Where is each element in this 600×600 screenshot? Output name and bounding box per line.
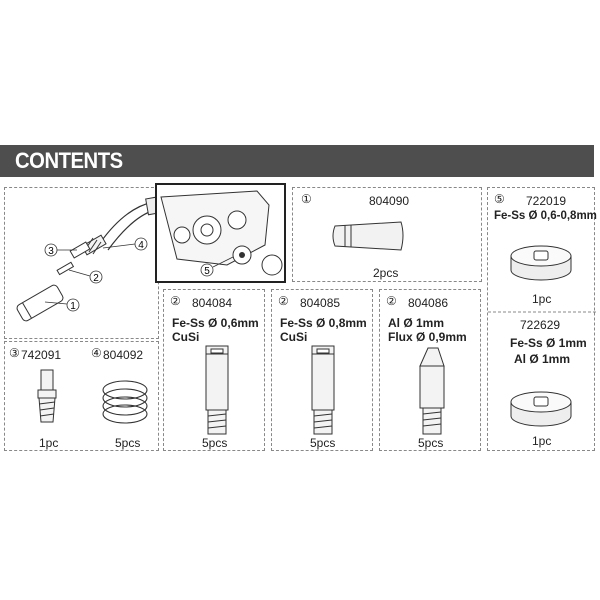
item-holder-spring: ③ 742091 ④ 804092 1pc 5pcs [4, 341, 159, 451]
item-tip-804086: ② 804086 Al Ø 1mm Flux Ø 0,9mm 5pcs [379, 289, 481, 451]
item-code: 804092 [103, 348, 144, 362]
callout-5: 5 [200, 263, 214, 277]
spring-icon [102, 380, 148, 424]
item-code: 722019 [526, 194, 567, 208]
item-qty: 5pcs [310, 436, 336, 450]
svg-text:2: 2 [93, 273, 99, 284]
contact-tip-icon [205, 345, 229, 435]
item-code: 742091 [21, 348, 62, 362]
torch-assembly-illustration: 3 4 2 1 [16, 196, 159, 322]
callout-4: 4 [134, 237, 148, 251]
item-desc: Fe-Ss Ø 0,6mm [172, 316, 259, 330]
item-qty: 2pcs [373, 266, 399, 280]
callout-2: 2 [89, 270, 103, 284]
item-rollers: ⑤ 722019 Fe-Ss Ø 0,6-0,8mm 1pc 722629 Fe… [487, 187, 597, 451]
item-desc: Fe-Ss Ø 0,8mm [280, 316, 367, 330]
torch-diagram-panel: 3 4 2 1 [4, 187, 159, 339]
item-number: ② [278, 294, 289, 308]
item-code: 804086 [408, 296, 449, 310]
item-desc: Fe-Ss Ø 0,6-0,8mm [494, 210, 597, 222]
svg-text:3: 3 [48, 246, 54, 257]
item-qty: 5pcs [202, 436, 228, 450]
contact-tip-icon [419, 347, 445, 435]
wire-feeder-illustration: 5 [160, 190, 283, 277]
item-qty: 5pcs [115, 436, 141, 450]
item-desc: Al Ø 1mm [514, 352, 571, 366]
roller-icons [488, 245, 596, 427]
item-desc: Flux Ø 0,9mm [388, 330, 467, 344]
svg-text:4: 4 [138, 240, 144, 251]
nozzle-icon [332, 221, 404, 251]
contents-header: CONTENTS [0, 145, 594, 177]
item-code: 804085 [300, 296, 341, 310]
item-code: 804090 [369, 194, 410, 208]
item-code: 804084 [192, 296, 233, 310]
item-desc: CuSi [280, 330, 308, 344]
item-tip-804085: ② 804085 Fe-Ss Ø 0,8mm CuSi 5pcs [271, 289, 373, 451]
item-qty: 1pc [39, 436, 59, 450]
item-number: ② [386, 294, 397, 308]
roller-icon-722629 [510, 391, 572, 427]
callout-1: 1 [66, 298, 80, 312]
item-code: 722629 [520, 318, 561, 332]
item-number: ③ [9, 346, 20, 360]
roller-icon-722019 [510, 245, 572, 281]
item-number: ① [301, 192, 312, 206]
item-desc: Al Ø 1mm [388, 316, 445, 330]
item-qty: 1pc [532, 434, 552, 448]
item-desc: CuSi [172, 330, 200, 344]
item-qty: 5pcs [418, 436, 444, 450]
wire-feeder-inset: 5 [155, 183, 286, 283]
item-qty: 1pc [532, 292, 552, 306]
item-number: ⑤ [494, 192, 505, 206]
svg-text:5: 5 [204, 266, 210, 277]
contents-title: CONTENTS [15, 148, 123, 173]
holder-spring-icons [37, 369, 148, 424]
item-number: ④ [91, 346, 102, 360]
callout-3: 3 [44, 243, 58, 257]
tip-holder-icon [37, 369, 57, 423]
item-desc: Fe-Ss Ø 1mm [510, 336, 587, 350]
contact-tip-icon [311, 345, 335, 435]
item-number: ② [170, 294, 181, 308]
item-nozzle-804090: ① 804090 2pcs [292, 187, 482, 282]
svg-text:1: 1 [70, 301, 76, 312]
item-tip-804084: ② 804084 Fe-Ss Ø 0,6mm CuSi 5pcs [163, 289, 265, 451]
